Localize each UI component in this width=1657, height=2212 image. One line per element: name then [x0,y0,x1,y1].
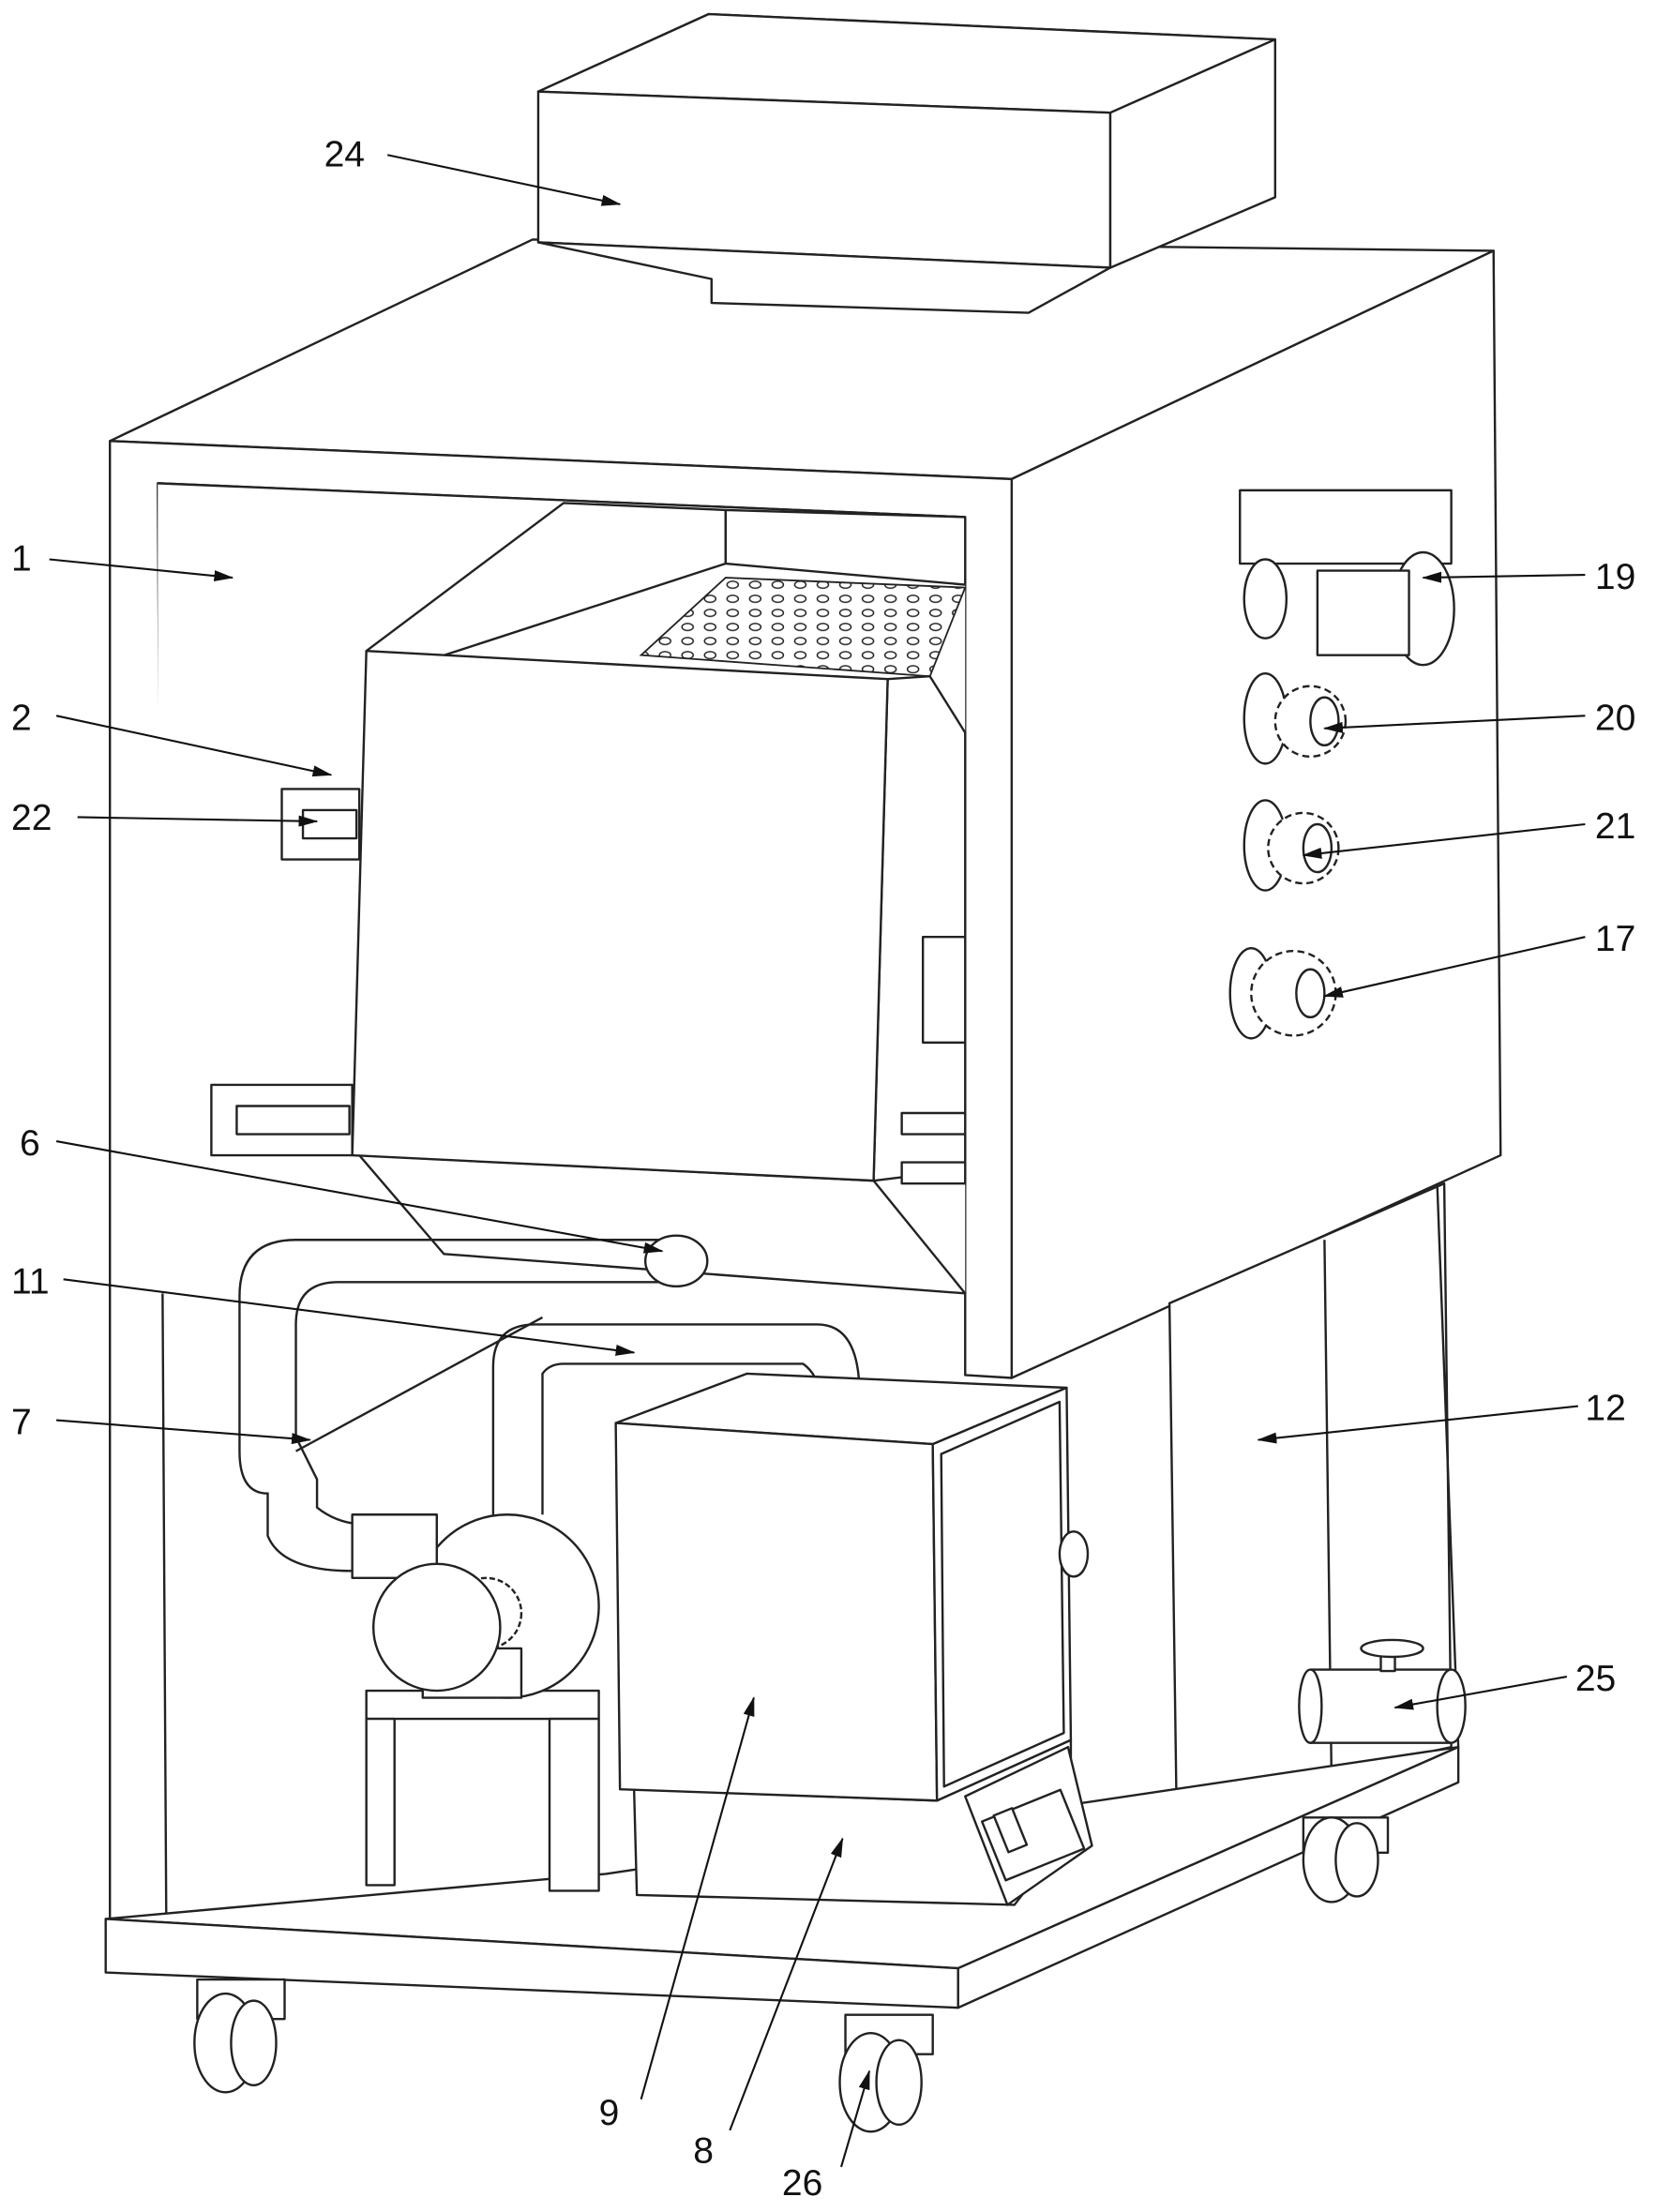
label-24: 24 [324,134,365,174]
label-9: 9 [599,2093,620,2133]
label-1: 1 [11,539,32,579]
label-22: 22 [11,798,52,838]
label-2: 2 [11,698,32,738]
label-20: 20 [1595,698,1635,738]
label-21: 21 [1595,806,1635,847]
label-8: 8 [693,2130,714,2171]
filter-box-9 [616,1374,1092,1904]
blower [353,1514,599,1890]
label-19: 19 [1595,557,1635,597]
label-6: 6 [20,1123,40,1164]
label-12: 12 [1585,1389,1625,1429]
label-26: 26 [782,2163,822,2204]
label-11: 11 [11,1261,50,1302]
label-25: 25 [1575,1659,1616,1699]
label-17: 17 [1595,919,1635,959]
label-7: 7 [11,1403,32,1443]
